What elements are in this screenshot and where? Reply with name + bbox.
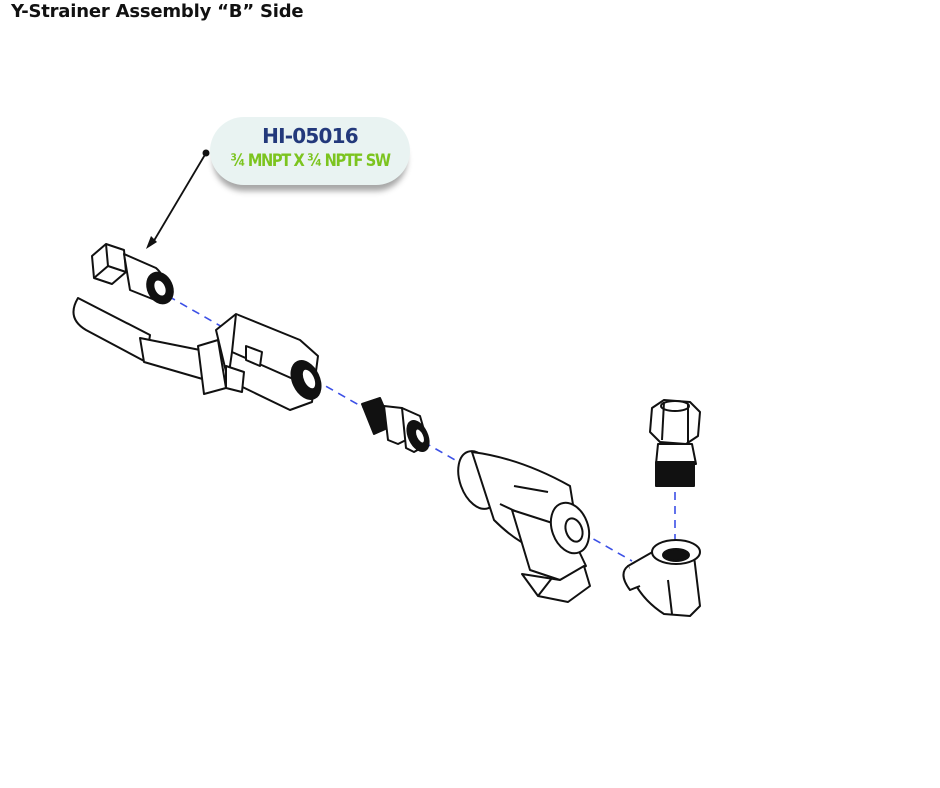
elbow-icon	[622, 539, 701, 617]
ball-valve-icon	[72, 297, 322, 411]
callout-part-number: HI-05016	[262, 124, 358, 148]
callout-description: ¾ MNPT X ¾ NPTF SW	[230, 151, 391, 171]
swivel-fitting-icon	[649, 399, 701, 487]
part-callout: HI-05016 ¾ MNPT X ¾ NPTF SW	[210, 117, 410, 185]
callout-leader	[146, 149, 210, 249]
hex-nipple-icon	[361, 397, 430, 453]
y-strainer-icon	[457, 450, 591, 603]
page-title: Y-Strainer Assembly “B” Side	[11, 1, 304, 22]
swivel-adapter-icon	[91, 243, 174, 305]
